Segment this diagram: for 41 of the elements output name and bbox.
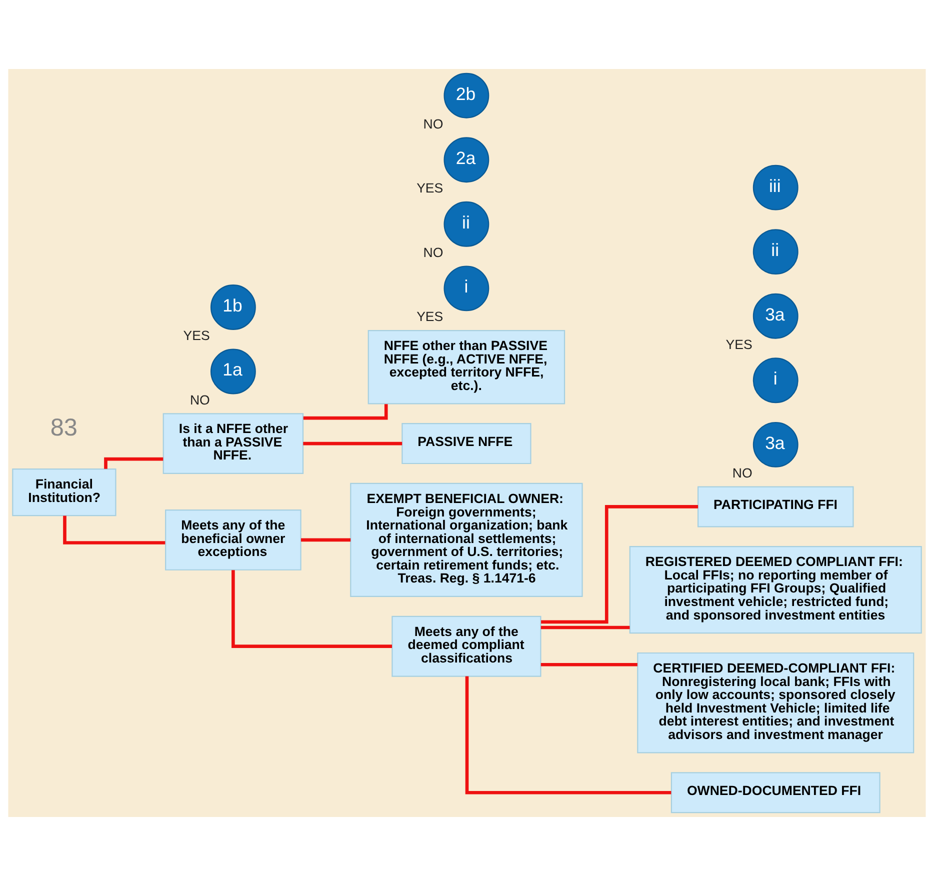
node-box: Is it a NFFE other than a PASSIVE NFFE. <box>162 413 304 474</box>
node-box: PARTICIPATING FFI <box>698 486 854 528</box>
connector <box>300 538 351 542</box>
connector <box>465 676 672 794</box>
node-circle: 3a <box>752 422 798 468</box>
node-label: NO <box>423 244 444 260</box>
node-label: YES <box>726 336 752 352</box>
connector <box>232 570 392 648</box>
node-circle: 2a <box>444 137 490 183</box>
node-box: OWNED-DOCUMENTED FFI <box>670 772 880 814</box>
node-box: REGISTERED DEEMED COMPLIANT FFI: Local FFIs; no reporting member of participating FFI Groups; Qualified investment vehicle; restricted fund; and sponsored investment entities <box>629 546 922 634</box>
node-box: CERTIFIED DEEMED-COMPLIANT FFI: Nonregistering local bank; FFIs with only low accounts; sponsored closely held Investment Vehicle; limited life debt interest entities; and investment advisors and investment manager <box>637 652 914 754</box>
connector <box>104 457 164 469</box>
node-label: NO <box>423 116 444 132</box>
node-box: Meets any of the deemed compliant classifications <box>392 616 542 677</box>
node-circle: iii <box>752 164 798 210</box>
node-circle: i <box>752 358 798 404</box>
node-circle: 1a <box>210 348 256 394</box>
node-box: NFFE other than PASSIVE NFFE (e.g., ACTIVE NFFE, excepted territory NFFE, etc.). <box>368 330 566 404</box>
node-label: YES <box>416 180 444 196</box>
node-circle: 2b <box>444 72 490 118</box>
node-label: NO <box>732 465 752 480</box>
node-box: Financial Institution? <box>12 468 116 516</box>
label: 83 <box>50 414 78 442</box>
node-label: YES <box>183 328 210 344</box>
node-label: NO <box>190 392 210 408</box>
connector <box>541 505 698 624</box>
node-circle: ii <box>444 201 490 247</box>
node-box: EXEMPT BENEFICIAL OWNER: Foreign governments; International organization; bank of international settlements; government of U.S. territories; certain retirement funds; etc. Treas. Reg. § 1.1471-6 <box>350 482 583 598</box>
connector <box>63 516 166 544</box>
connector <box>303 404 388 420</box>
node-label: YES <box>416 309 444 324</box>
node-box: PASSIVE NFFE <box>402 423 532 464</box>
node-circle: 1b <box>210 284 256 330</box>
connector <box>540 626 630 630</box>
node-circle: i <box>444 266 490 312</box>
node-circle: ii <box>752 229 798 275</box>
node-circle: 3a <box>752 293 798 339</box>
connector <box>540 662 638 666</box>
connector <box>303 442 402 446</box>
node-box: Meets any of the beneficial owner exceptions <box>165 510 302 570</box>
